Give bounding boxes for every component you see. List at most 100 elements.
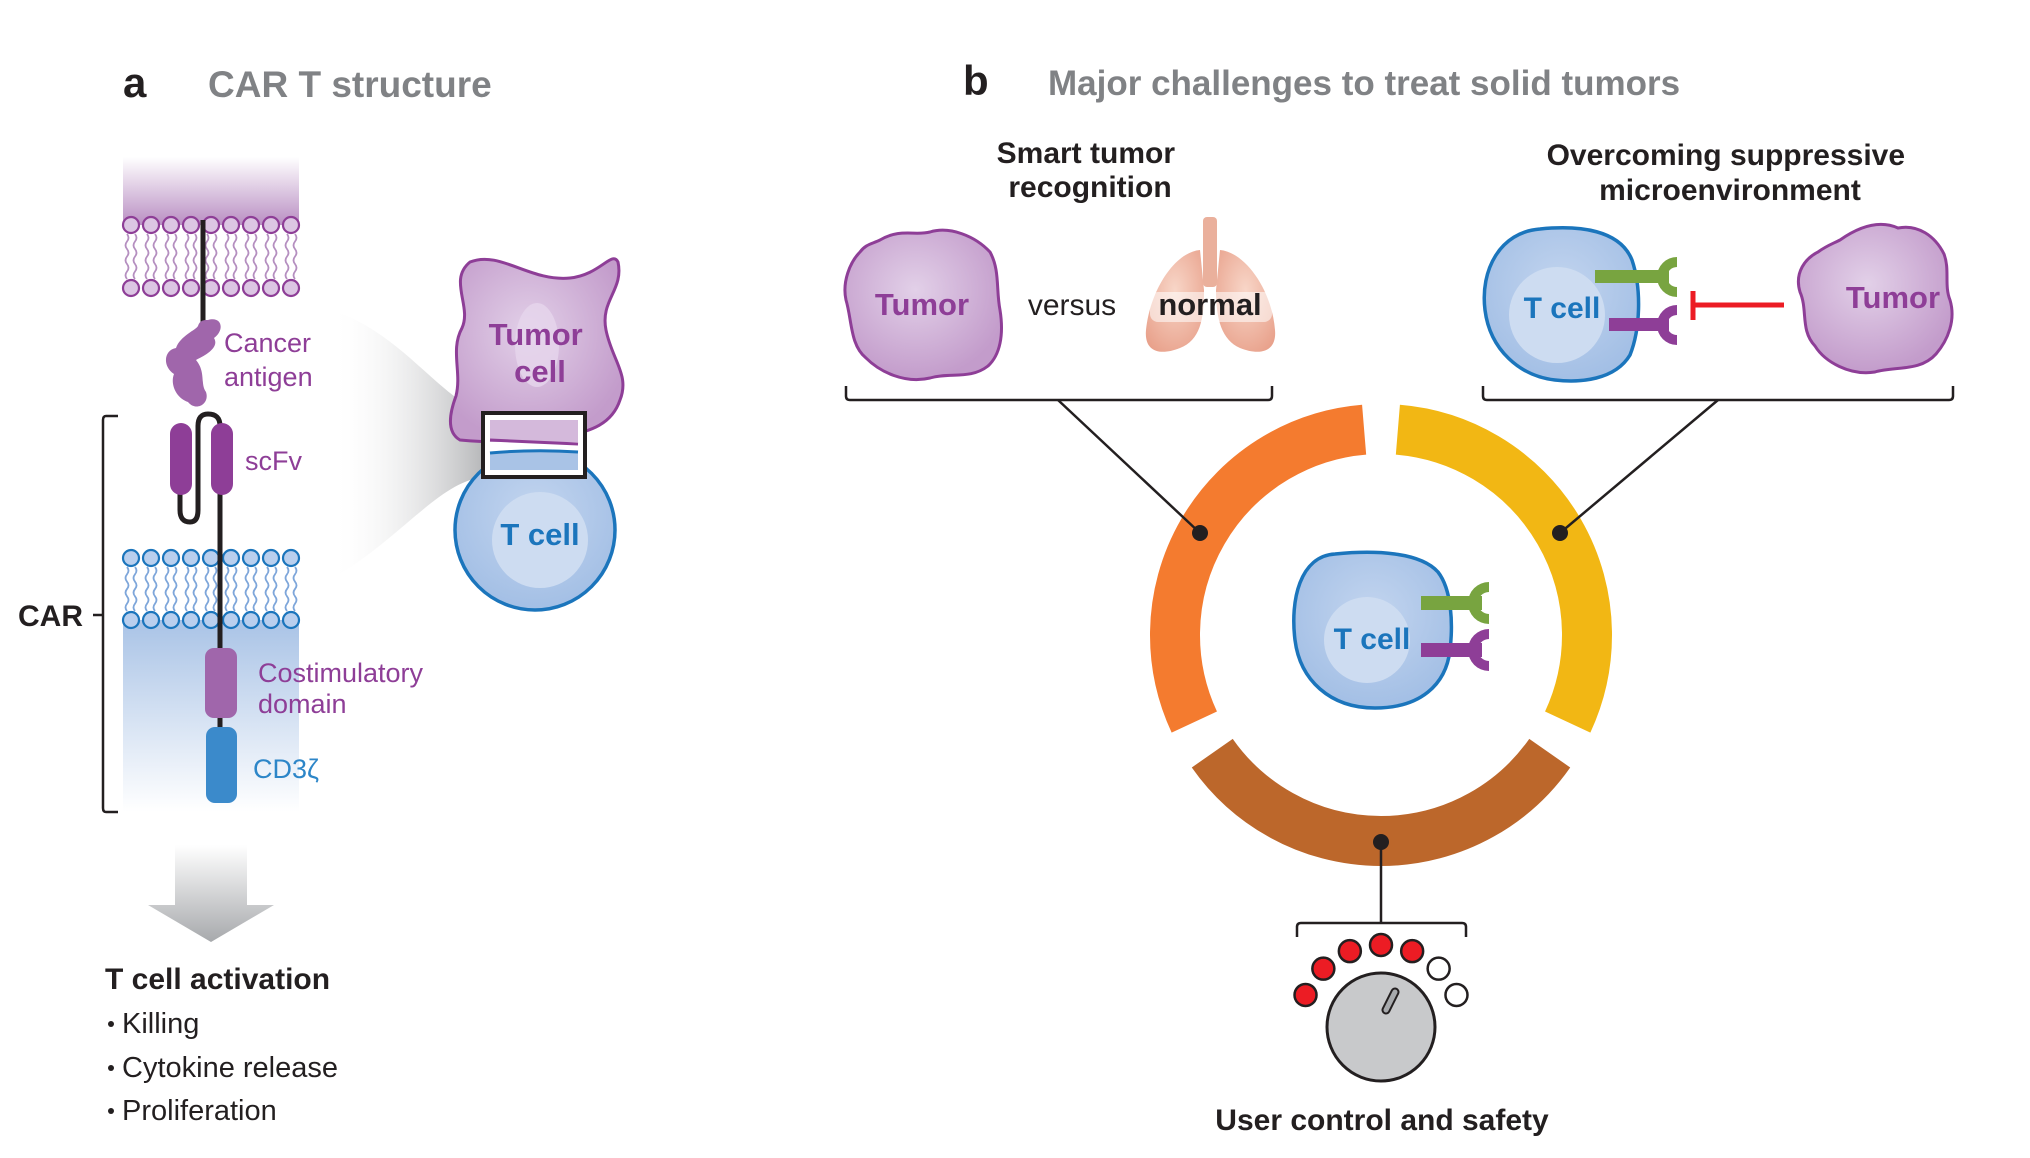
center-t-cell-nucleus xyxy=(1324,597,1410,683)
control-bracket xyxy=(1295,921,1468,937)
scfv-linker xyxy=(177,411,223,560)
synapse-zoom-box xyxy=(481,411,587,479)
activation-item: Proliferation xyxy=(122,1095,277,1127)
suppression-tumor-label: Tumor xyxy=(1846,280,1940,315)
lipid-tail xyxy=(264,233,270,280)
lipid-head xyxy=(241,610,261,630)
lipid-tail xyxy=(244,566,250,612)
lipid-head xyxy=(181,548,201,568)
green-receptor-icon xyxy=(1595,257,1677,297)
scfv-label: scFv xyxy=(245,446,302,476)
lipid-tail xyxy=(232,566,238,612)
lipid-head xyxy=(121,610,141,630)
suppression-t-cell-label: T cell xyxy=(1524,292,1601,325)
suppression-bracket xyxy=(1481,386,1955,402)
cd3-zeta-label: CD3ζ xyxy=(253,754,319,784)
recognition-title: Smart tumor recognition xyxy=(997,137,1184,204)
leader-recognition xyxy=(1057,399,1201,534)
lipid-tail xyxy=(292,566,298,612)
lipid-tail xyxy=(252,566,258,612)
lipid-tail xyxy=(232,233,238,280)
costimulatory-label: Costimulatory domain xyxy=(258,658,431,719)
lipid-head xyxy=(141,215,161,235)
inhibition-icon xyxy=(1690,291,1784,320)
scfv-vh-icon xyxy=(211,423,233,495)
lipid-head xyxy=(161,610,181,630)
lipid-head xyxy=(181,278,201,298)
lipid-head xyxy=(281,610,301,630)
leader-dot-suppression xyxy=(1552,525,1568,541)
cancer-antigen-label: Cancer antigen xyxy=(224,328,319,392)
dial-dot-active xyxy=(1368,932,1394,958)
lipid-head xyxy=(161,278,181,298)
lipid-tail xyxy=(264,566,270,612)
t-cell-label: T cell xyxy=(500,517,579,552)
lipid-tail xyxy=(184,233,190,280)
dial-dot-active xyxy=(1399,938,1425,964)
lipid-tail xyxy=(204,566,210,612)
lipid-head xyxy=(241,215,261,235)
center-green-receptor-icon xyxy=(1421,582,1489,624)
t-cell-membrane xyxy=(121,548,301,630)
activation-heading: T cell activation xyxy=(105,963,330,996)
lipid-head xyxy=(281,548,301,568)
dial-dot-active xyxy=(1311,956,1336,981)
lipid-head xyxy=(221,548,241,568)
lipid-tail xyxy=(252,233,258,280)
panel-b-title: Major challenges to treat solid tumors xyxy=(1048,64,1680,103)
lipid-tail xyxy=(204,233,210,280)
recognition-tumor-label: Tumor xyxy=(875,287,969,322)
dial-pointer-fill xyxy=(1383,989,1398,1013)
cd3-zeta-domain-icon xyxy=(206,727,237,803)
lipid-tail xyxy=(172,566,178,612)
panel-a-title: CAR T structure xyxy=(208,64,492,105)
versus-label: versus xyxy=(1028,289,1116,322)
lipid-head xyxy=(161,548,181,568)
costimulatory-domain-icon xyxy=(205,648,237,718)
lipid-tail xyxy=(192,233,198,280)
car-label: CAR xyxy=(18,600,83,633)
lipid-head xyxy=(261,610,281,630)
lipid-head xyxy=(221,215,241,235)
activation-list: Killing Cytokine release Proliferation xyxy=(108,1008,338,1127)
dial-knob[interactable] xyxy=(1325,971,1437,1083)
lipid-tail xyxy=(144,566,150,612)
lipid-tail xyxy=(272,233,278,280)
lipid-head xyxy=(281,278,301,298)
lipid-head xyxy=(141,278,161,298)
lipid-tail xyxy=(144,233,150,280)
lipid-tail xyxy=(172,233,178,280)
suppression-tumor-shape xyxy=(1797,222,1954,375)
tumor-membrane xyxy=(121,157,301,298)
center-t-cell-label: T cell xyxy=(1334,623,1411,656)
lipid-head xyxy=(261,548,281,568)
lipid-tail xyxy=(124,566,130,612)
car-bracket xyxy=(93,414,118,814)
leader-dot-control xyxy=(1373,834,1389,850)
bullet-icon xyxy=(108,1108,114,1114)
zoom-cone xyxy=(330,310,485,580)
leader-dot-recognition xyxy=(1192,525,1208,541)
lipid-tail xyxy=(192,566,198,612)
dial-level-indicator xyxy=(1293,932,1469,1008)
bullet-icon xyxy=(108,1021,114,1027)
leader-suppression xyxy=(1559,399,1719,534)
panel-b-letter: b xyxy=(963,57,989,104)
lipid-head xyxy=(181,215,201,235)
lipid-tail xyxy=(164,566,170,612)
lipid-tail xyxy=(132,566,138,612)
recognition-tumor-shape xyxy=(843,228,1003,382)
lipid-tail xyxy=(132,233,138,280)
lipid-tail xyxy=(292,233,298,280)
dial-dot-inactive xyxy=(1426,956,1451,981)
suppression-title: Overcoming suppressive microenvironment xyxy=(1547,139,1914,207)
bullet-icon xyxy=(108,1065,114,1071)
panel-a-letter: a xyxy=(123,59,147,106)
lipid-tail xyxy=(284,233,290,280)
lipid-head xyxy=(201,548,221,568)
lipid-tail xyxy=(284,566,290,612)
lipid-head xyxy=(221,610,241,630)
dial-dot-active xyxy=(1337,938,1363,964)
lipid-tail xyxy=(184,566,190,612)
